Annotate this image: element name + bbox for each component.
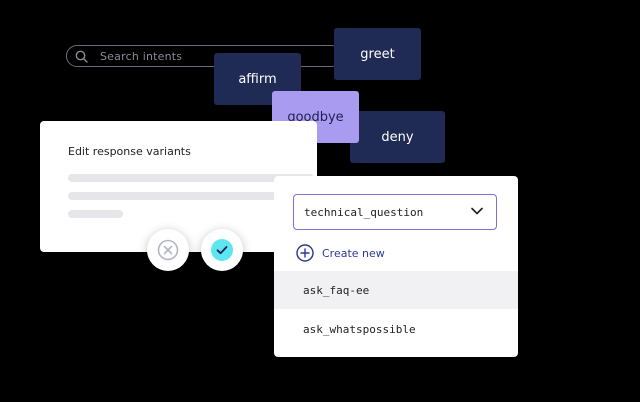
intent-dropdown: technical_question Create new ask_faq-ee…	[274, 176, 518, 357]
plus-icon	[296, 244, 314, 262]
create-new-button[interactable]: Create new	[296, 244, 385, 262]
intent-greet[interactable]: greet	[334, 28, 421, 80]
intent-select[interactable]: technical_question	[293, 194, 497, 230]
option-item[interactable]: ask_faq-ee	[274, 271, 518, 309]
cancel-button[interactable]	[147, 229, 189, 271]
search-icon	[75, 50, 88, 63]
placeholder-line	[68, 174, 314, 182]
search-bar[interactable]: Search intents	[66, 45, 342, 67]
check-icon	[211, 239, 233, 261]
placeholder-line	[68, 192, 314, 200]
card-title: Edit response variants	[68, 145, 191, 158]
create-new-label: Create new	[322, 246, 385, 260]
intent-deny[interactable]: deny	[350, 111, 445, 163]
edit-response-card: Edit response variants	[40, 121, 317, 252]
confirm-button[interactable]	[201, 229, 243, 271]
chevron-down-icon	[471, 207, 483, 215]
option-item[interactable]: ask_whatspossible	[303, 322, 416, 336]
search-input[interactable]: Search intents	[100, 49, 183, 63]
close-icon	[157, 239, 179, 261]
selected-intent: technical_question	[304, 205, 424, 219]
placeholder-line	[68, 210, 123, 218]
